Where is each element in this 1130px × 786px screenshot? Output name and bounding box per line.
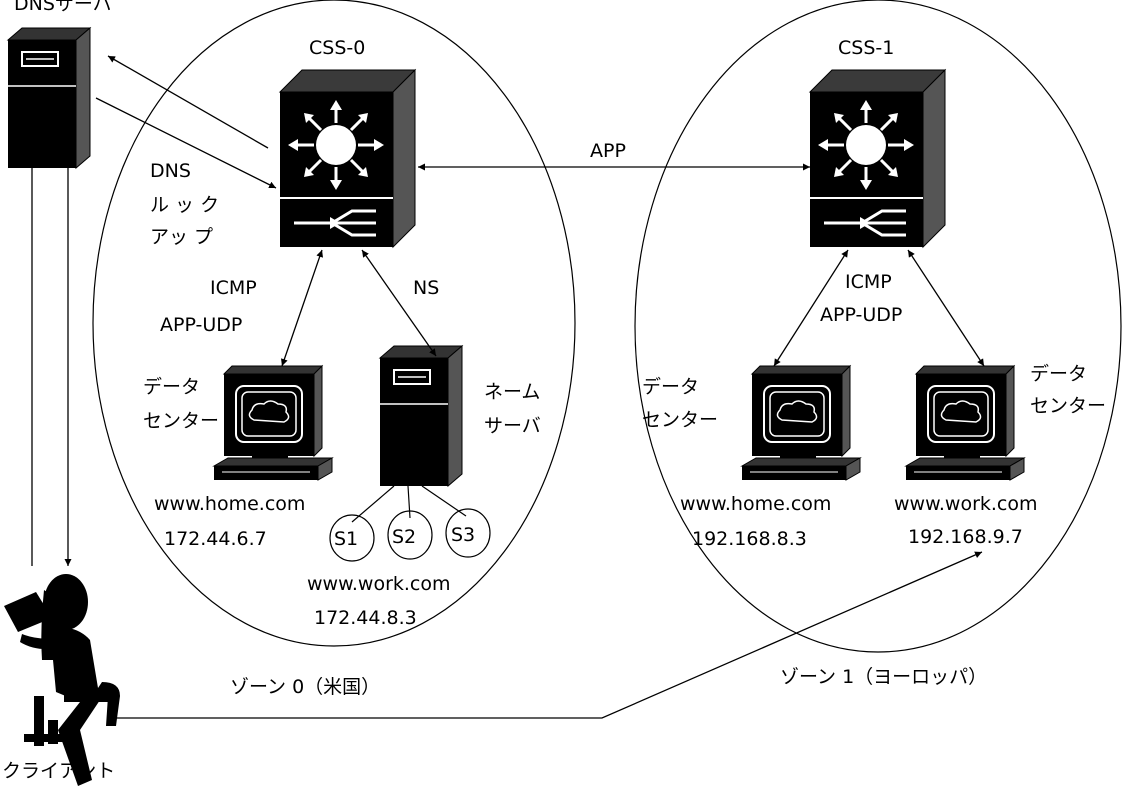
arrow-client-to-zone1 — [116, 551, 983, 719]
server-s2 — [387, 510, 433, 560]
zone0-icmp-label: ICMP — [210, 277, 257, 299]
zone1-app-udp-label: APP-UDP — [820, 304, 902, 326]
zone1-dc-left-ip: 192.168.8.3 — [692, 528, 807, 550]
zone0-ellipse — [92, 0, 576, 647]
arrow-css0-to-dns — [107, 55, 269, 149]
dns-lookup-label-1: DNS — [150, 160, 191, 182]
name-server-label-2: サーバ — [484, 415, 541, 437]
server-s2-label: S2 — [392, 526, 416, 548]
dns-server-icon — [7, 27, 91, 169]
dns-lookup-label-2: ル ッ ク — [150, 194, 219, 216]
zone0-ns-host: www.work.com — [307, 573, 451, 595]
dns-server-label: DNSサーバ — [14, 0, 112, 15]
switch-css0-icon — [278, 68, 417, 249]
zone1-datacenter-left-icon — [741, 365, 861, 481]
arrow-css0-dc — [280, 249, 324, 367]
zone1-caption: ゾーン 1（ヨーロッパ） — [780, 666, 987, 688]
zone1-dc-right-host: www.work.com — [894, 493, 1038, 515]
switch-css1-label: CSS-1 — [838, 37, 894, 59]
server-s3-label: S3 — [451, 524, 475, 546]
server-s3 — [445, 508, 491, 558]
zone0-datacenter-icon — [213, 365, 333, 481]
zone1-icmp-label: ICMP — [845, 271, 892, 293]
client-person-icon — [4, 574, 120, 786]
zone1-dc-right-label-2: センター — [1030, 395, 1106, 417]
arrow-css0-ns — [361, 249, 437, 357]
zone1-datacenter-right-icon — [905, 365, 1025, 481]
server-s1 — [329, 514, 375, 562]
arrow-css1-dc-left — [773, 249, 849, 367]
zone1-dc-right-label-1: データ — [1030, 363, 1087, 385]
zone1-dc-left-host: www.home.com — [680, 493, 831, 515]
zone0-caption: ゾーン 0（米国） — [230, 676, 380, 698]
switch-css1-icon — [808, 68, 947, 249]
zone1-dc-right-ip: 192.168.9.7 — [908, 526, 1023, 548]
server-s1-label: S1 — [334, 528, 358, 550]
arrow-dns-to-css0 — [95, 97, 277, 189]
zone0-dc-label-2: センター — [143, 410, 219, 432]
zone1-dc-left-label-1: データ — [642, 376, 699, 398]
switch-css0-label: CSS-0 — [309, 37, 365, 59]
ns-link-label: NS — [413, 277, 439, 299]
ns-server-links — [351, 485, 467, 523]
dns-lookup-label-3: アッ プ — [150, 226, 213, 248]
zone0-nameserver-icon — [379, 345, 463, 487]
zone0-dc-host: www.home.com — [154, 493, 305, 515]
arrow-css1-dc-right — [907, 249, 985, 367]
client-label: クライアント — [2, 760, 115, 782]
zone0-dc-label-1: データ — [143, 376, 200, 398]
name-server-label-1: ネーム — [484, 381, 540, 403]
zone0-app-udp-label: APP-UDP — [160, 314, 242, 336]
zone0-dc-ip: 172.44.6.7 — [164, 528, 267, 550]
zone1-dc-left-label-2: センター — [642, 409, 718, 431]
zone0-ns-ip: 172.44.8.3 — [314, 607, 417, 629]
app-link-label: APP — [590, 140, 626, 162]
zone1-ellipse — [634, 0, 1122, 653]
